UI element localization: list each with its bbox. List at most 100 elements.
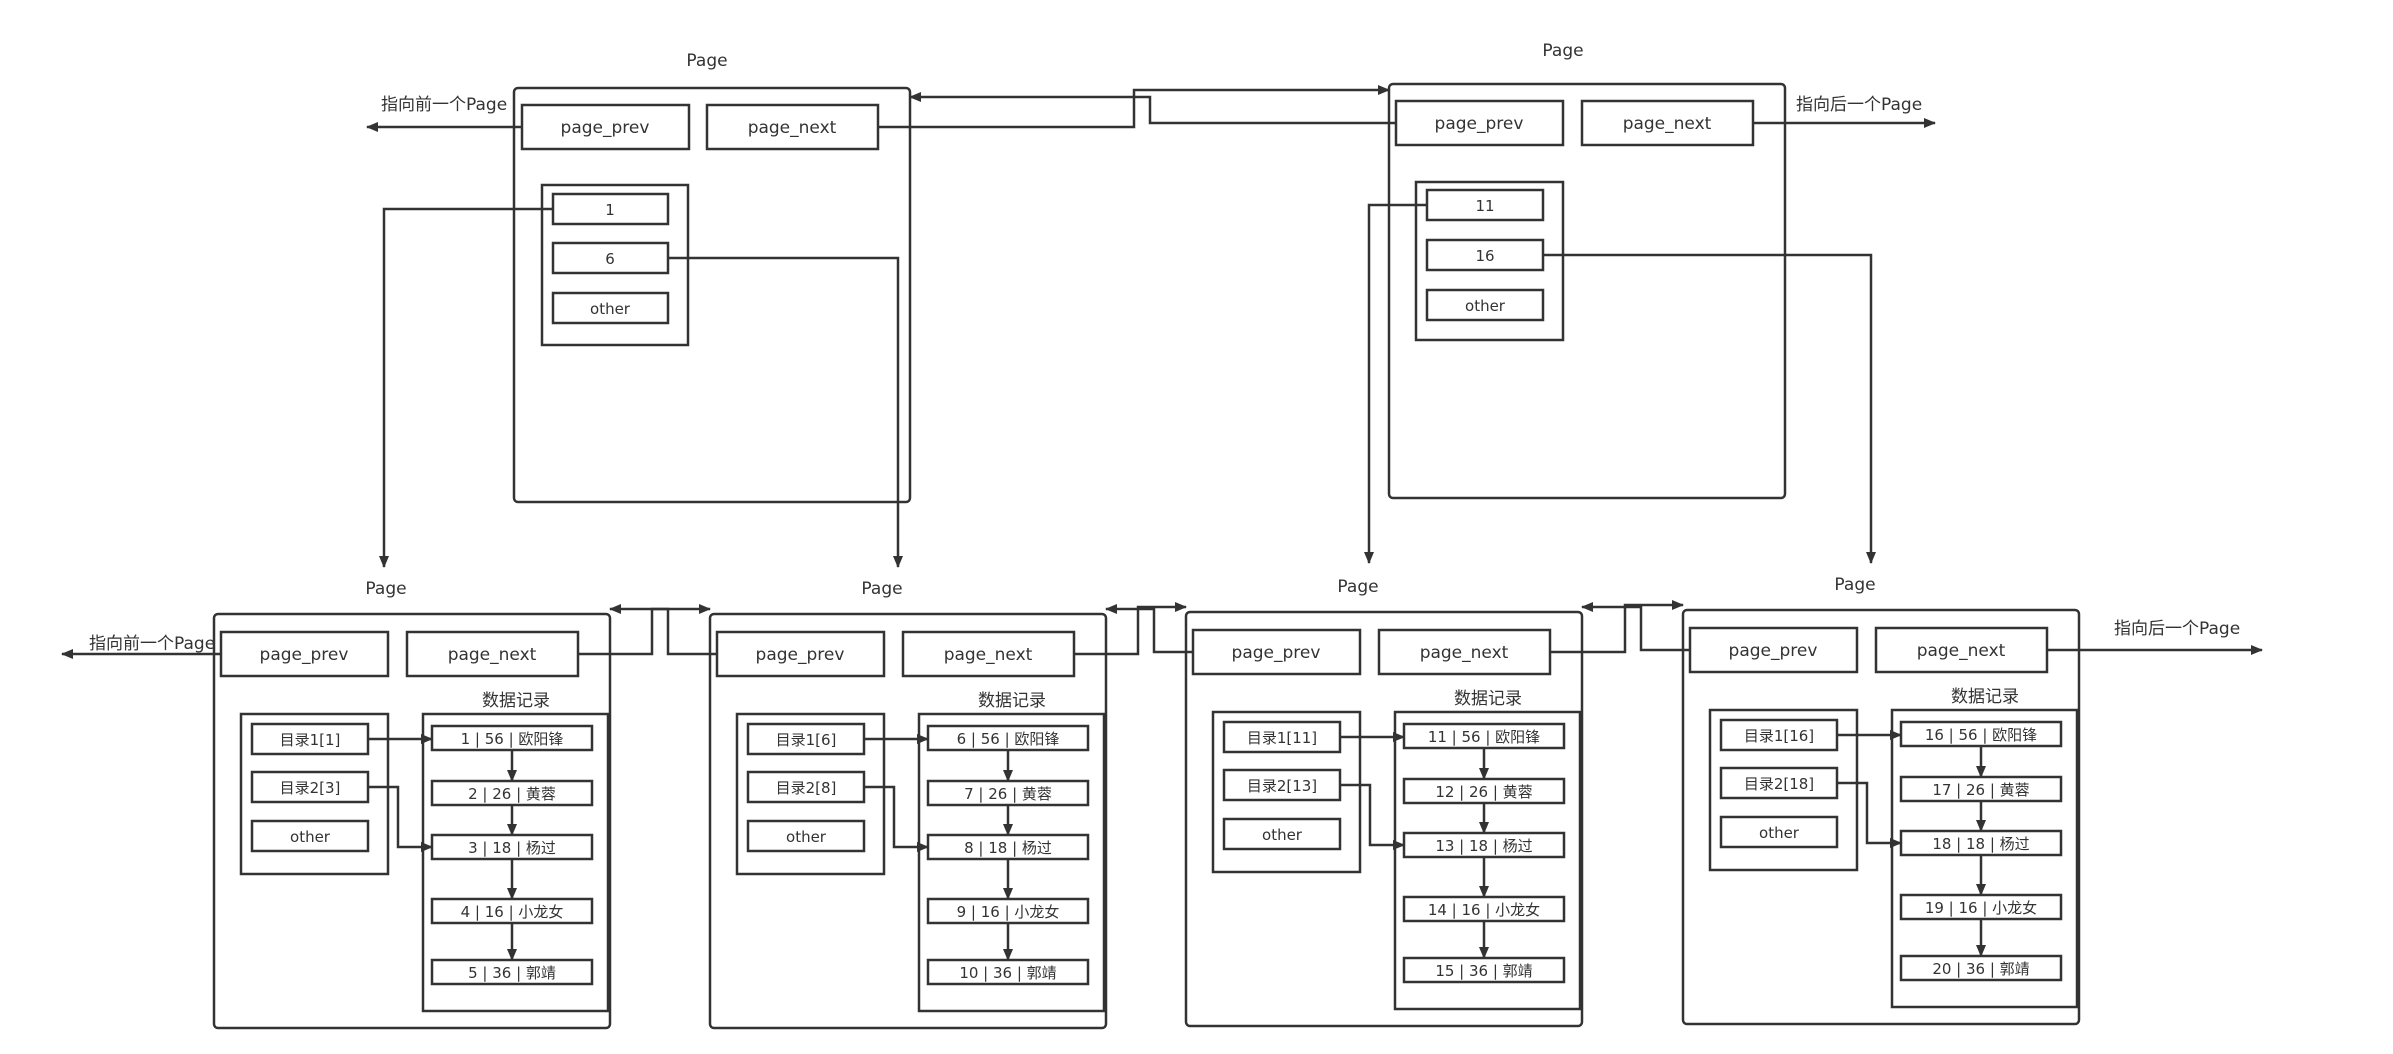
record-label: 19 | 16 | 小龙女 [1925,899,2037,917]
index-item-label: 1 [605,201,615,219]
directory-group [1708,708,1859,872]
page-prev-box [219,630,390,678]
directory-item-label: 目录2[8] [776,779,837,797]
directory-item-box [250,722,370,756]
index-item-label: 11 [1475,197,1494,215]
record-box [926,958,1090,986]
page-prev-box [1191,628,1362,676]
index-item-label: other [1465,297,1506,315]
top-connectors [366,85,1936,568]
page-prev-label: page_prev [1232,643,1321,663]
index-item-label: other [590,300,631,318]
directory-pointer [368,785,433,852]
page-prev-label: page_prev [1435,114,1524,134]
leaf-side-pointers: 指向前一个Page 指向后一个Page [89,619,2240,654]
directory-item-box [250,770,370,804]
directory-group [239,712,390,876]
record-label: 9 | 16 | 小龙女 [957,903,1060,921]
next-pointer-label: 指向后一个Page [1796,95,1922,115]
directory-item-label: other [786,828,827,846]
index-item-box [551,241,670,275]
page-frame [1387,82,1787,500]
page-next-box [1377,628,1552,676]
directory-item-box [746,819,866,853]
directory-item-label: other [1759,824,1800,842]
record-box [1402,956,1566,984]
page-prev-box [520,103,691,151]
child-pointer-1 [379,207,553,568]
records-group [421,712,610,1013]
record-box [926,724,1090,752]
records-title: 数据记录 [1951,687,2019,707]
record-label: 18 | 18 | 杨过 [1932,835,2029,853]
page-prev-box [1688,626,1859,674]
next-to-prev-link [878,85,1390,129]
directory-item-box [1719,815,1839,849]
records-title: 数据记录 [482,691,550,711]
page-prev-label: page_prev [260,645,349,665]
record-label: 6 | 56 | 欧阳锋 [957,730,1060,748]
directory-item-label: 目录2[13] [1247,777,1317,795]
record-label: 13 | 18 | 杨过 [1435,837,1532,855]
page-title: Page [1834,575,1875,595]
page-next-box [705,103,880,151]
index-item-label: 6 [605,250,615,268]
directory-item-label: 目录1[1] [280,731,341,749]
directory-item-box [1719,718,1839,752]
record-label: 10 | 36 | 郭靖 [959,964,1056,982]
page-prev-box [1394,99,1565,147]
record-label: 1 | 56 | 欧阳锋 [461,730,564,748]
record-label: 11 | 56 | 欧阳锋 [1428,728,1540,746]
record-label: 14 | 16 | 小龙女 [1428,901,1540,919]
page-next-box [405,630,580,678]
records-group [917,712,1106,1013]
record-label: 15 | 36 | 郭靖 [1435,962,1532,980]
directory-item-label: 目录1[16] [1744,727,1814,745]
record-box [1402,831,1566,859]
leaf-prev-link [609,604,717,656]
records-group [1890,708,2079,1009]
leaf-prev-pointer-label: 指向前一个Page [89,634,215,654]
record-label: 16 | 56 | 欧阳锋 [1925,726,2037,744]
directory-pointer [1837,781,1902,848]
page-title: Page [1542,41,1583,61]
page-prev-label: page_prev [561,118,650,138]
directory-item-label: other [1262,826,1303,844]
page-next-box [1580,99,1755,147]
prev-pointer-label: 指向前一个Page [381,95,507,115]
index-item-box [551,291,670,325]
record-label: 7 | 26 | 黄蓉 [964,785,1052,803]
page-title: Page [365,579,406,599]
record-label: 20 | 36 | 郭靖 [1932,960,2029,978]
index-group [1414,180,1565,342]
directory-pointer [864,785,929,852]
page-prev-label: page_prev [1729,641,1818,661]
index-item-box [1425,288,1545,322]
top-page-a: Page page_prev page_next 指向前一个Page 1 6 o… [381,51,912,504]
directory-group [1211,710,1362,874]
index-group [540,183,690,347]
leaf-next-pointer-label: 指向后一个Page [2114,619,2240,639]
page-frame [512,86,912,504]
page-prev-label: page_prev [756,645,845,665]
page-title: Page [686,51,727,71]
directory-pointer [1340,783,1405,850]
record-box [1899,720,2063,748]
record-label: 17 | 26 | 黄蓉 [1932,781,2029,799]
index-item-box [551,192,670,226]
index-item-label: 16 [1475,247,1494,265]
page-title: Page [861,579,902,599]
directory-item-label: 目录2[3] [280,779,341,797]
directory-item-box [250,819,370,853]
leaf-prev-link [1581,602,1690,652]
record-label: 5 | 36 | 郭靖 [468,964,556,982]
page-title: Page [1337,577,1378,597]
page-next-label: page_next [1420,643,1509,663]
child-pointer-11 [1364,203,1427,564]
record-label: 8 | 18 | 杨过 [964,839,1052,857]
prev-to-next-link [909,92,1396,125]
